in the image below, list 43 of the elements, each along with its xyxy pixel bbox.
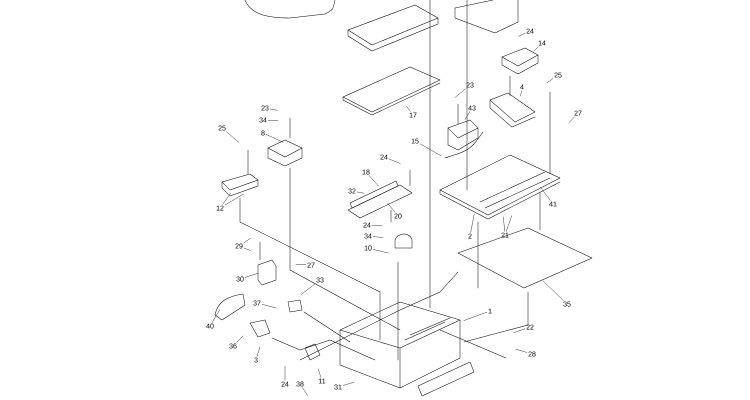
leader-line — [284, 366, 286, 381]
leader-line — [300, 283, 316, 295]
leader-line — [514, 328, 526, 333]
leader-line — [302, 387, 308, 396]
leader-line — [342, 382, 354, 386]
leader-line — [372, 236, 384, 238]
leader-line — [224, 194, 244, 206]
leader-line — [406, 106, 410, 112]
leader-line — [516, 348, 528, 353]
leader-line — [244, 238, 251, 243]
leader-line — [356, 192, 364, 194]
leader-line — [222, 193, 231, 205]
leader-line — [372, 225, 382, 226]
leader-line — [464, 111, 470, 120]
leader-line — [212, 309, 220, 323]
leader-line — [244, 248, 250, 251]
leader-line — [296, 264, 306, 265]
leader-line — [540, 187, 550, 201]
leader-line — [270, 108, 278, 110]
leader-line — [387, 202, 396, 213]
leader-line — [547, 78, 554, 83]
leader-line — [520, 90, 522, 96]
leader-line — [369, 175, 379, 186]
leader-line — [388, 158, 400, 164]
leader-line — [268, 120, 278, 121]
leader-line — [244, 273, 258, 278]
leader-line — [318, 368, 322, 378]
leader-line — [454, 88, 466, 98]
leader-line — [506, 216, 512, 232]
leader-line — [266, 134, 284, 143]
leader-line — [256, 346, 260, 357]
leader-line — [420, 144, 442, 156]
leader-line — [262, 304, 276, 308]
leader-line — [236, 336, 244, 343]
leader-line — [534, 46, 539, 52]
leader-line — [503, 216, 505, 232]
leader-line — [518, 33, 526, 37]
leader-line — [542, 280, 564, 301]
leader-line — [568, 116, 575, 124]
leader-line — [464, 312, 488, 321]
leader-line — [470, 214, 474, 233]
leader-line — [372, 249, 388, 254]
leader-line — [226, 131, 240, 143]
